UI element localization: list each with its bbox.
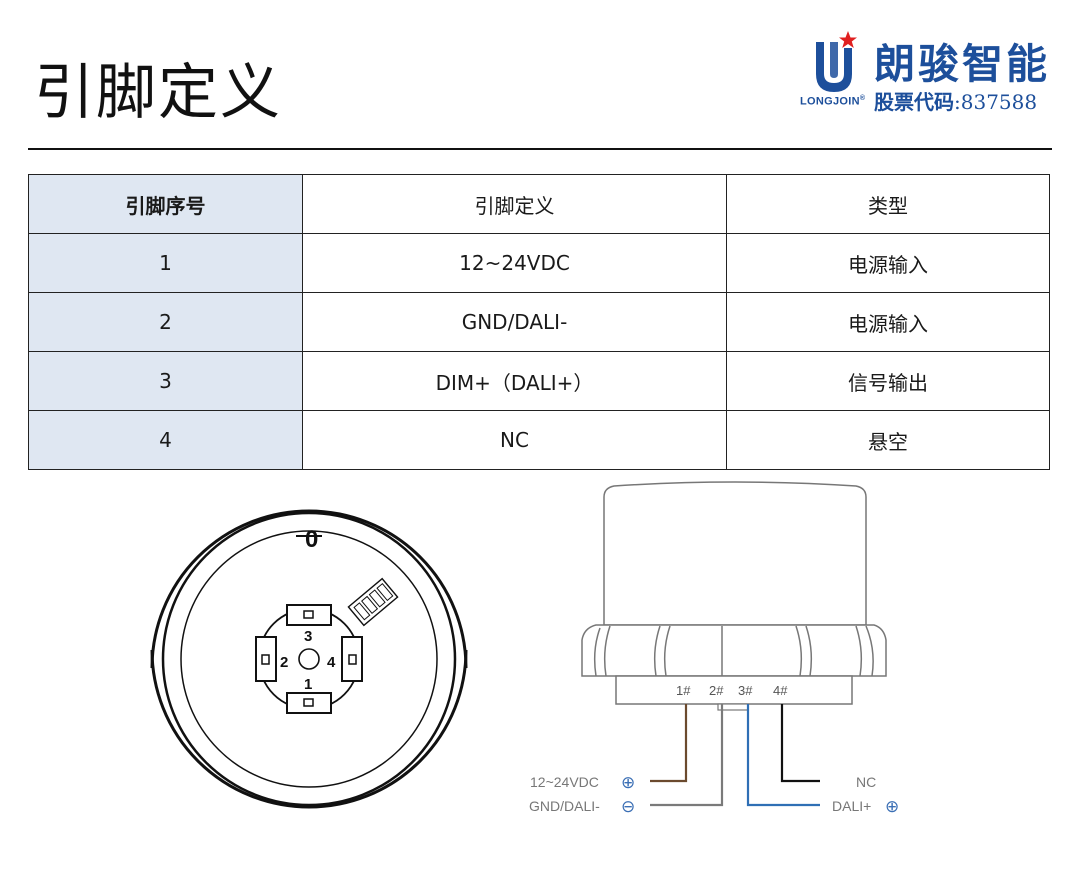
wires xyxy=(650,704,820,807)
page-title: 引脚定义 xyxy=(34,58,282,128)
label-dali-plus: DALI+ xyxy=(832,798,871,814)
sensor-base-ring xyxy=(581,624,887,677)
connector-outer-ring-bottom xyxy=(150,649,468,809)
pin-type-cell: 电源输入 xyxy=(726,292,1050,352)
company-logo: 朗骏智能 LONGJOIN® 股票代码:837588 xyxy=(800,24,1060,119)
terminal-label-2: 2# xyxy=(709,683,724,698)
wire-pin3 xyxy=(746,704,820,807)
sensor-dome xyxy=(603,481,867,626)
header-pin-number: 引脚序号 xyxy=(28,174,303,234)
pin-number-cell: 2 xyxy=(28,292,303,352)
table-row: 3 DIM+（DALI+） 信号输出 xyxy=(28,351,1050,411)
terminal-label-4: 4# xyxy=(773,683,788,698)
pin-number-cell: 3 xyxy=(28,351,303,411)
pin2-number: 2 xyxy=(280,654,288,671)
pin-type-cell: 电源输入 xyxy=(726,233,1050,293)
label-nc: NC xyxy=(856,774,876,790)
pin-definition-cell: 12~24VDC xyxy=(302,233,727,293)
wire-pin2 xyxy=(650,704,724,807)
table-row: 1 12~24VDC 电源输入 xyxy=(28,233,1050,293)
header-divider xyxy=(28,148,1052,150)
pin4-number: 4 xyxy=(327,654,336,671)
table-row: 2 GND/DALI- 电源输入 xyxy=(28,292,1050,352)
pin4-pad xyxy=(341,636,363,682)
connector-middle-ring xyxy=(161,511,457,807)
pin-definition-cell: NC xyxy=(302,410,727,470)
stock-label: 股票代码 xyxy=(874,90,954,114)
pin-definition-table: 引脚序号 引脚定义 类型 1 12~24VDC 电源输入 2 GND/DALI-… xyxy=(28,174,1050,470)
dip-switch xyxy=(347,577,399,627)
connector-inner-ring xyxy=(180,530,438,788)
company-name: 朗骏智能 xyxy=(874,40,1050,88)
header-type: 类型 xyxy=(726,174,1050,234)
center-hole xyxy=(298,648,320,670)
terminal-strip xyxy=(615,675,853,705)
label-12-24vdc: 12~24VDC xyxy=(530,774,599,790)
pin-number-cell: 4 xyxy=(28,410,303,470)
stock-number: :837588 xyxy=(954,90,1038,114)
pin-type-cell: 悬空 xyxy=(726,410,1050,470)
table-row: 4 NC 悬空 xyxy=(28,410,1050,470)
pin-number-cell: 1 xyxy=(28,233,303,293)
terminal-label-3: 3# xyxy=(738,683,753,698)
wire-pin1 xyxy=(650,704,688,783)
connector-bottom-view xyxy=(150,509,468,809)
pin3-pad xyxy=(286,604,332,626)
terminal-label-1: 1# xyxy=(676,683,691,698)
table-header-row: 引脚序号 引脚定义 类型 xyxy=(28,174,1050,234)
pin-definition-cell: DIM+（DALI+） xyxy=(302,351,727,411)
diagram-area: 0 3 1 2 4 1# 2# 3# 4# 12~24VDC ⊕ GND/DAL… xyxy=(150,481,899,816)
sensor-side-view xyxy=(581,481,887,711)
pin1-pad xyxy=(286,692,332,714)
pin-definition-cell: GND/DALI- xyxy=(302,292,727,352)
connector-outer-ring-top xyxy=(150,509,468,669)
brand-name: LONGJOIN® xyxy=(800,95,866,108)
stock-code: 股票代码:837588 xyxy=(874,86,1037,115)
header-pin-definition: 引脚定义 xyxy=(302,174,727,234)
longjoin-u-logo-icon xyxy=(816,31,857,92)
minus-symbol-icon: ⊖ xyxy=(621,797,635,816)
label-gnd-dali-minus: GND/DALI- xyxy=(529,798,600,814)
pin1-number: 1 xyxy=(304,676,312,693)
pin3-number: 3 xyxy=(304,628,312,645)
plus-symbol-icon: ⊕ xyxy=(621,773,635,792)
zero-mark: 0 xyxy=(305,526,318,553)
pin-type-cell: 信号输出 xyxy=(726,351,1050,411)
wire-pin4 xyxy=(780,704,820,783)
plus-symbol-icon: ⊕ xyxy=(885,797,899,816)
pin2-pad xyxy=(255,636,277,682)
